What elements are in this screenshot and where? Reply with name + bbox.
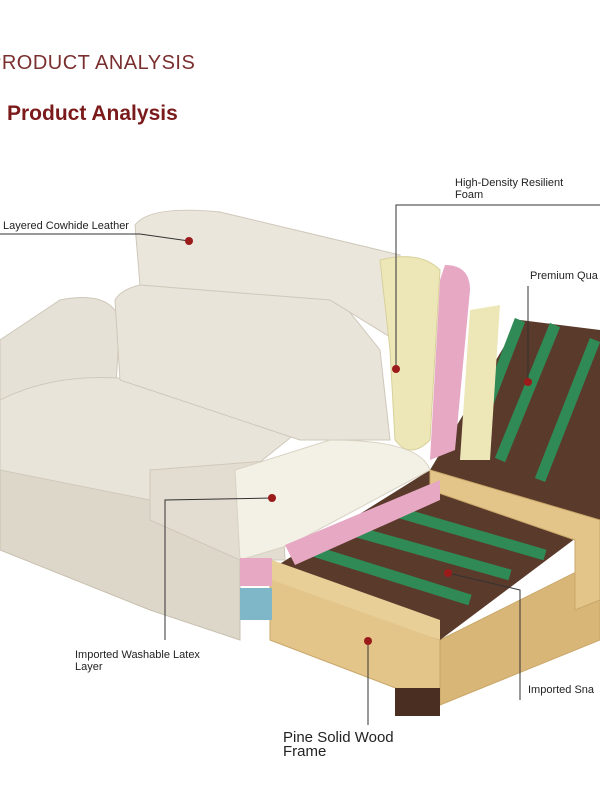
frame-label-line2: Frame [283,743,327,760]
seat-pink-edge [240,558,272,586]
back-pink-foam [430,265,470,460]
straps-label: Premium Qua [530,270,598,282]
callout-lines [0,204,600,725]
seat-straps [308,504,547,606]
leather-marker [185,237,193,245]
straps-marker [524,378,532,386]
back-foam-2 [460,305,500,460]
seat-latex-layer [234,439,431,561]
frame-marker [364,637,372,645]
seat-blue-foam [240,588,272,620]
leather-callout-line [0,233,190,242]
latex-label: Imported Washable Latex Layer [75,649,200,673]
foam-label: High-Density Resilient Foam [455,177,563,201]
leather-label: Layered Cowhide Leather [3,220,129,232]
back-foam [379,256,441,451]
section-title: PRODUCT ANALYSIS [0,52,196,74]
springs-callout-line [447,572,521,700]
latex-callout-line [164,497,273,640]
springs-label: Imported Sna [528,684,595,696]
page-title: Product Analysis [7,102,178,125]
callout-markers [185,237,532,645]
latex-label-line2: Layer [75,661,103,673]
latex-marker [268,494,276,502]
springs-marker [444,569,452,577]
latex-label-line1: Imported Washable Latex [75,649,200,661]
frame-label: Pine Solid Wood Frame [283,729,394,760]
seat-pink-foam [285,480,440,565]
foam-callout-line [395,204,600,369]
foam-label-line1: High-Density Resilient [455,177,564,189]
headrest [134,209,401,341]
seat-wood-face [272,560,440,640]
foam-label-line2: Foam [455,189,484,201]
sofa-leg [395,688,440,716]
foam-marker [392,365,400,373]
frame-label-line1: Pine Solid Wood [283,729,394,746]
